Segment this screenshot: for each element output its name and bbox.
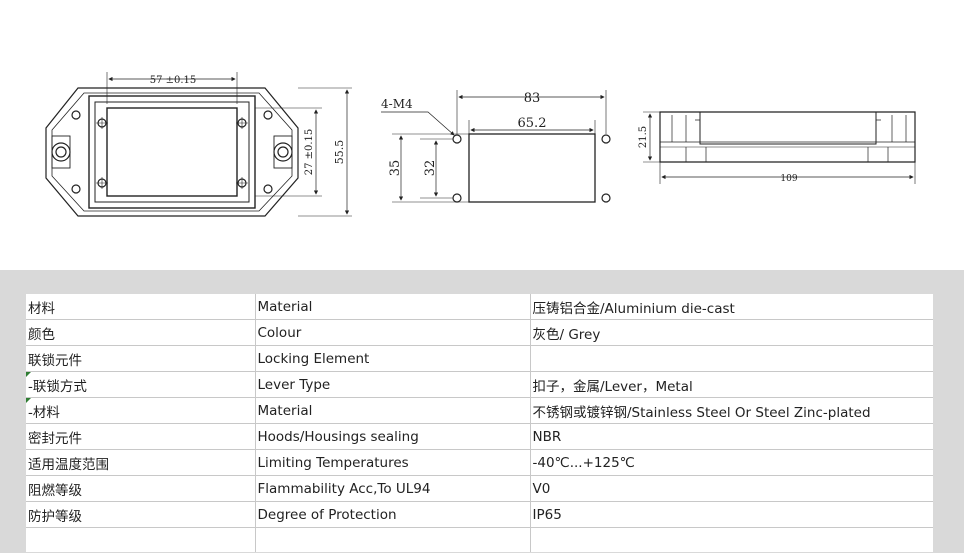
row-value: 灰色/ Grey xyxy=(530,319,933,346)
side-inner-width-label: 65.2 xyxy=(518,116,547,131)
table-row: 颜色 Colour 灰色/ Grey xyxy=(26,319,933,346)
screw-label: 4-M4 xyxy=(381,97,413,111)
table-row: 联锁元件 Locking Element xyxy=(26,345,933,372)
front-inner-height-label: 27 ±0.15 xyxy=(304,129,315,176)
row-en-label: Degree of Protection xyxy=(255,501,531,528)
row-value: V0 xyxy=(530,475,933,502)
row-en-label: Lever Type xyxy=(255,371,531,398)
row-zh-label-cell: -材料 xyxy=(26,397,256,424)
table-row: 阻燃等级 Flammability Acc,To UL94 V0 xyxy=(26,475,933,502)
comment-marker-icon xyxy=(26,372,31,377)
empty-cell xyxy=(530,528,933,553)
table-row: -联锁方式 Lever Type 扣子，金属/Lever，Metal xyxy=(26,371,933,398)
row-en-label: Flammability Acc,To UL94 xyxy=(255,475,531,502)
row-zh-label-cell: -联锁方式 xyxy=(26,371,256,398)
empty-cell xyxy=(26,527,256,552)
side-outer-height-label: 35 xyxy=(388,160,403,177)
top-view-outline xyxy=(659,111,916,163)
row-value: 扣子，金属/Lever，Metal xyxy=(530,371,933,398)
row-value: -40℃...+125℃ xyxy=(530,449,933,476)
front-height-label: 55.5 xyxy=(333,140,346,165)
side-inner-height-label: 32 xyxy=(423,160,438,177)
technical-drawing: 57 ±0.15 27 ±0.15 55.5 4-M4 83 xyxy=(0,0,964,270)
empty-cell xyxy=(255,527,531,552)
table-row: 材料 Material 压铸铝合金/Aluminium die-cast xyxy=(26,294,933,320)
row-en-label: Hoods/Housings sealing xyxy=(255,423,531,450)
front-view-outline xyxy=(45,87,299,217)
row-zh-label: 材料 xyxy=(26,294,256,320)
row-en-label: Colour xyxy=(255,319,531,346)
front-width-label: 57 ±0.15 xyxy=(150,75,197,86)
row-zh-label: 防护等级 xyxy=(26,501,256,528)
row-en-label: Limiting Temperatures xyxy=(255,449,531,476)
row-zh-label: 密封元件 xyxy=(26,423,256,450)
row-value: 压铸铝合金/Aluminium die-cast xyxy=(530,294,933,320)
top-view xyxy=(643,111,916,184)
row-value xyxy=(530,345,933,372)
spec-table: 材料 Material 压铸铝合金/Aluminium die-cast 颜色 … xyxy=(26,294,933,552)
side-outer-width-label: 83 xyxy=(524,91,541,106)
row-value: 不锈钢或镀锌钢/Stainless Steel Or Steel Zinc-pl… xyxy=(530,397,933,424)
row-en-label: Locking Element xyxy=(255,345,531,372)
row-value: IP65 xyxy=(530,501,933,528)
row-en-label: Material xyxy=(255,294,531,320)
row-zh-label: 适用温度范围 xyxy=(26,449,256,476)
top-height-label: 21.5 xyxy=(638,126,649,148)
comment-marker-icon xyxy=(26,398,31,403)
row-zh-label: -联锁方式 xyxy=(28,378,87,395)
side-view xyxy=(381,90,611,203)
spec-section: 材料 Material 压铸铝合金/Aluminium die-cast 颜色 … xyxy=(0,270,964,553)
empty-row xyxy=(26,527,933,553)
table-row: 防护等级 Degree of Protection IP65 xyxy=(26,501,933,528)
row-zh-label: 颜色 xyxy=(26,319,256,346)
table-row: 适用温度范围 Limiting Temperatures -40℃...+125… xyxy=(26,449,933,476)
table-row: -材料 Material 不锈钢或镀锌钢/Stainless Steel Or … xyxy=(26,397,933,424)
row-value: NBR xyxy=(530,423,933,450)
side-view-body xyxy=(468,133,596,203)
row-zh-label: 联锁元件 xyxy=(26,345,256,372)
front-view xyxy=(45,72,352,217)
top-length-label: 109 xyxy=(780,174,797,184)
row-zh-label: 阻燃等级 xyxy=(26,475,256,502)
row-en-label: Material xyxy=(255,397,531,424)
table-row: 密封元件 Hoods/Housings sealing NBR xyxy=(26,423,933,450)
drawing-svg: 57 ±0.15 27 ±0.15 55.5 4-M4 83 xyxy=(45,72,916,217)
row-zh-label: -材料 xyxy=(28,404,60,421)
